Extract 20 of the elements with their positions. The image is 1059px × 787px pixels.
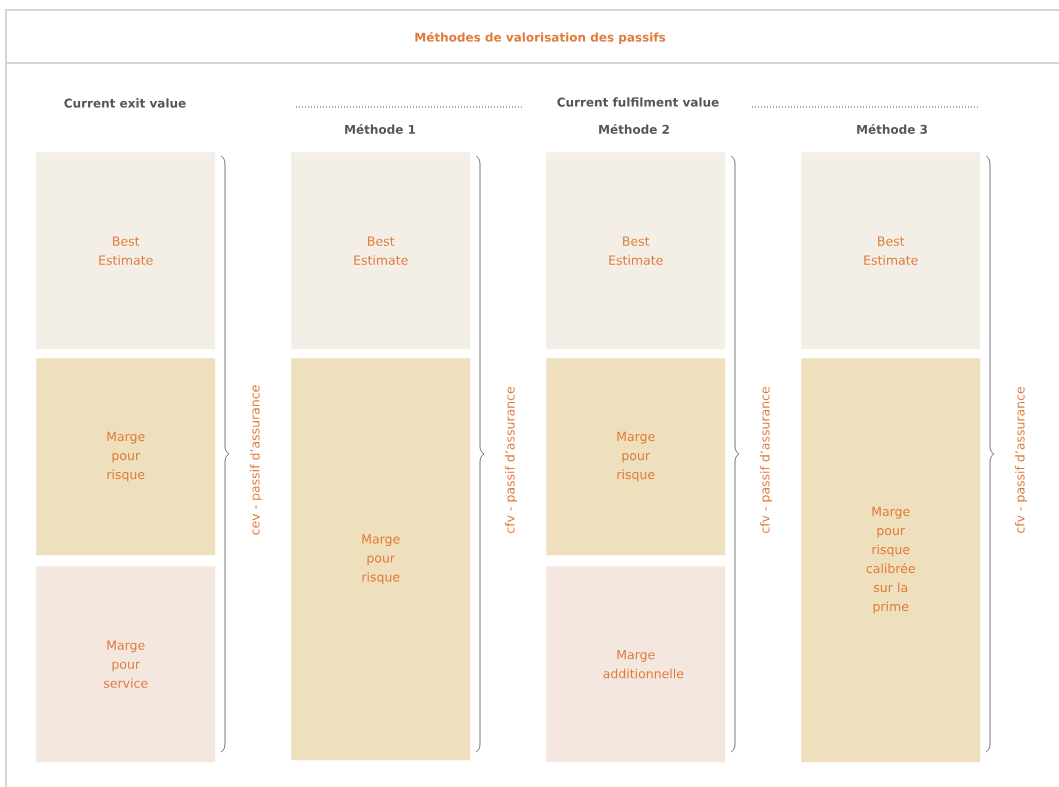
brace-label: cfv - passif d’assurance [504,386,518,533]
value-block: Marge pour risque calibrée sur la prime [801,358,981,763]
value-block: Marge pour risque [36,358,216,556]
column-heading: Current exit value [64,98,186,108]
value-block: Best Estimate [36,152,216,350]
column-heading: Méthode 1 [345,124,416,134]
brace-label: cfv - passif d’assurance [759,386,773,533]
value-block: Marge pour risque [291,358,471,761]
brace-label: cev - passif d’assurance [249,385,263,535]
value-block: Marge pour service [36,566,216,763]
column-heading: Méthode 3 [857,124,927,134]
value-block: Best Estimate [291,152,471,350]
value-block: Marge pour risque [546,358,726,556]
value-block: Best Estimate [801,152,981,350]
brace-label: cfv - passif d’assurance [1014,386,1028,533]
value-block: Marge additionnelle [546,566,726,763]
title: Méthodes de valorisation des passifs [415,31,666,45]
value-block: Best Estimate [546,152,726,350]
column-heading: Méthode 2 [599,124,669,134]
group-heading: Current fulfilment value [557,97,719,107]
